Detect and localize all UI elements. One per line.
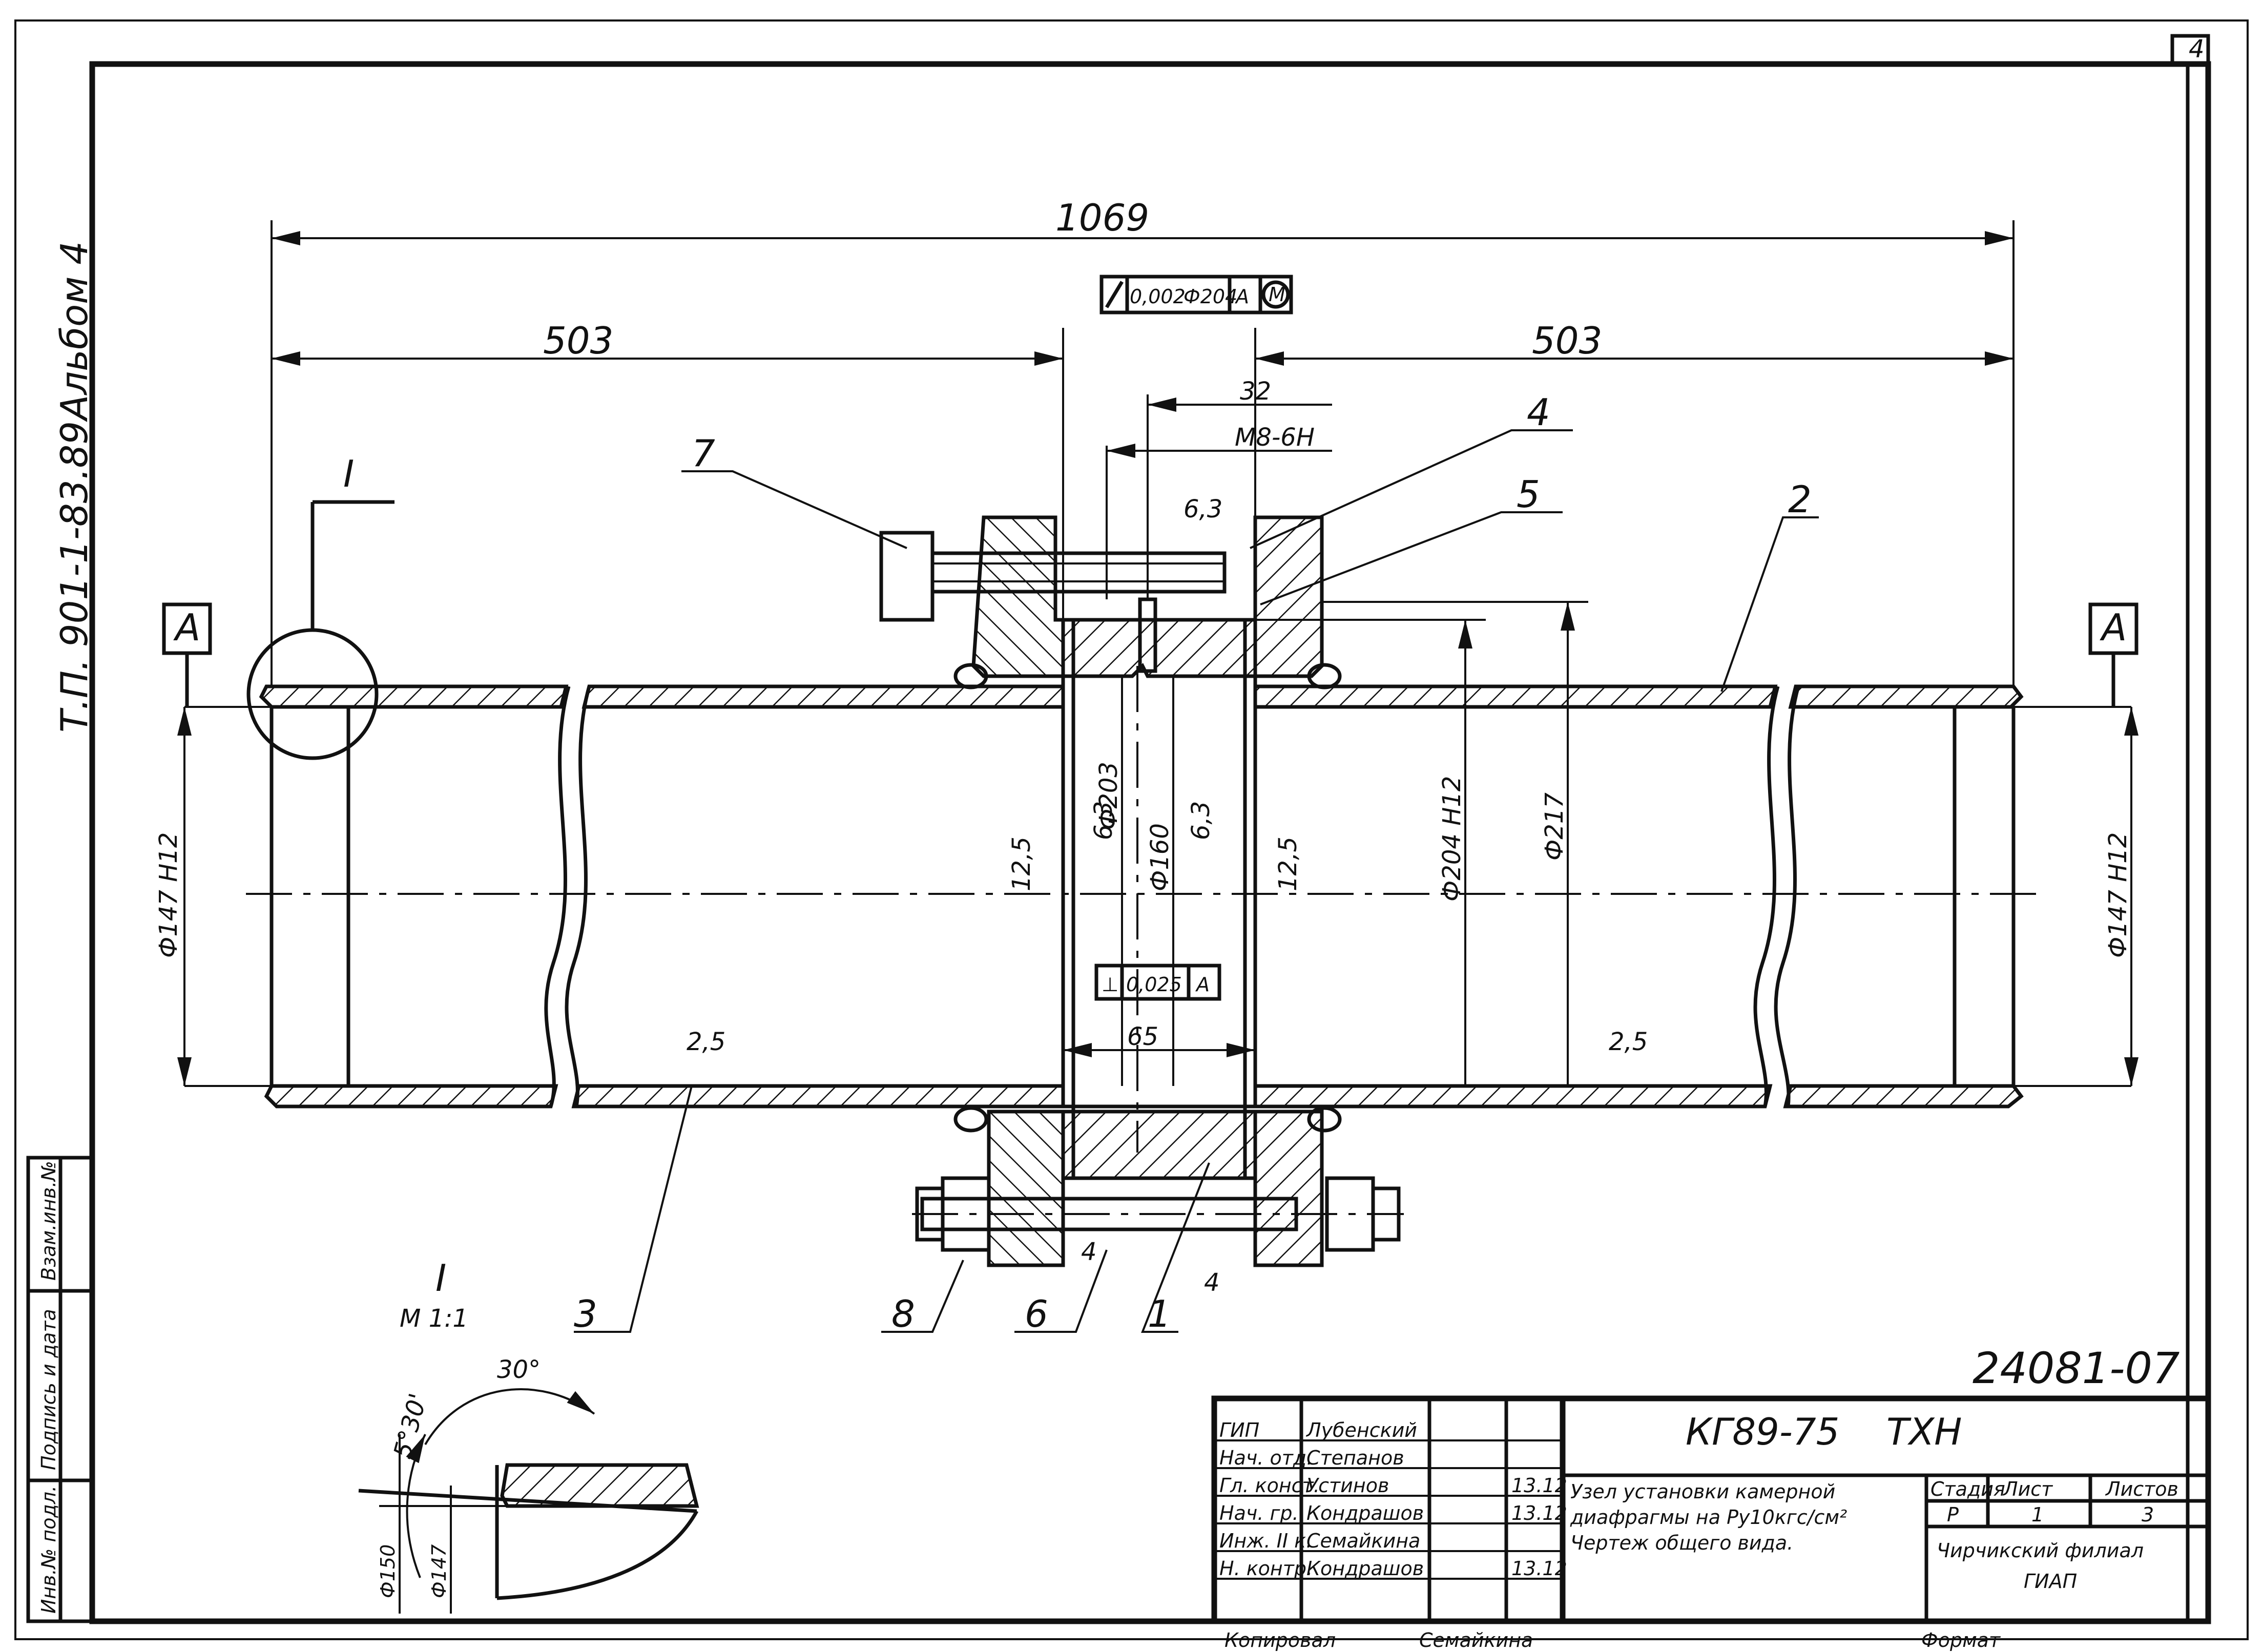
name-row-4: Кондрашов [1306,1502,1424,1524]
title-code: КГ89-75 ТХН [1686,1410,1962,1453]
description-line-1: Узел установки камерной [1570,1480,1835,1503]
description-line-2: диафрагмы на Ру10кгс/см² [1570,1506,1847,1529]
role-nach-otd: Нач. отд. [1219,1447,1313,1469]
dim-dia-160: Ф160 [1146,823,1174,891]
name-row-1: Лубенский [1305,1419,1417,1441]
callout-7: 7 [692,432,715,475]
name-row-5: Семайкина [1306,1530,1420,1552]
roughness-right: 6,3 [1187,801,1215,840]
roughness-pipe-right: 2,5 [1609,1028,1648,1056]
stage-value: Р [1947,1503,1959,1526]
sheets-header: Листов [2105,1478,2178,1500]
name-row-2: Степанов [1306,1447,1404,1469]
roughness-pipe-left: 2,5 [687,1028,725,1056]
date-row-3: 13.12 [1511,1474,1567,1497]
format-note: Формат [1921,1629,2001,1651]
callout-5: 5 [1517,473,1540,516]
dim-right-length: 503 [1532,319,1602,362]
side-designation: Т.П. 901-1-83.89 [53,421,96,733]
stage-header: Стадия [1930,1478,2005,1500]
album-label: Альбом 4 [53,241,96,422]
sheet-frame [14,19,2249,1640]
tolerance-top-datum: А [1234,285,1249,308]
name-row-6: Кондрашов [1306,1557,1424,1580]
page-number: 4 [2189,35,2205,64]
description-line-3: Чертеж общего вида. [1570,1532,1793,1554]
dim-dia-217: Ф217 [1540,792,1569,861]
stamp-cell-replace: Взам.инв.№ [37,1161,60,1281]
role-gip: ГИП [1219,1419,1259,1441]
tolerance-perp-value: 0,025 [1126,973,1182,996]
callout-8: 8 [891,1292,915,1335]
role-n-kontr: Н. контр. [1219,1557,1313,1580]
dim-dia-203: Ф203 [1094,762,1123,830]
tolerance-perp-datum: А [1195,973,1210,996]
name-row-3: Устинов [1306,1474,1389,1497]
dimension-lines [177,220,2139,1087]
dim-dia-204: Ф204 Н12 [1438,776,1466,902]
sheet-header: Лист [2002,1478,2053,1500]
dim-bore-right: Ф147 Н12 [2104,832,2132,958]
gap-right: 4 [1204,1268,1220,1297]
callout-6: 6 [1025,1292,1048,1335]
detail-angle-5-30: 5°30' [388,1390,432,1461]
dim-32: 32 [1240,377,1271,406]
role-nach-gr: Нач. гр. [1219,1502,1299,1524]
stamp-cell-inv: Инв.№ подл. [37,1486,60,1614]
archive-number: 24081-07 [1973,1343,2179,1393]
tolerance-frame-perp [1094,964,1221,1001]
bevel-detail [358,1388,699,1614]
detail-dia-150: Ф150 [377,1544,399,1598]
copy-note: Копировал [1224,1629,1336,1651]
dim-overall-length: 1069 [1055,196,1149,239]
date-row-6: 13.12 [1511,1557,1567,1580]
detail-dia-147: Ф147 [428,1544,450,1598]
tolerance-top-ref: Ф204 [1184,285,1237,308]
detail-angle-30: 30° [497,1355,541,1384]
org-line-1: Чирчикский филиал [1937,1539,2144,1562]
section-mark-top: I [343,452,354,495]
tolerance-top-mod: М [1269,283,1285,306]
tolerance-top-value: 0,002 [1130,285,1186,308]
callout-2: 2 [1788,478,1812,521]
role-gl-konst: Гл. конст. [1219,1474,1320,1497]
org-line-2: ГИАП [2024,1570,2077,1593]
datum-label-right: А [2100,606,2127,649]
callout-1: 1 [1148,1292,1171,1335]
copy-name: Семайкина [1419,1629,1533,1651]
tolerance-frame-top [1099,275,1293,315]
dim-left-length: 503 [543,319,613,362]
roughness-face-left: 12,5 [1007,837,1036,891]
callout-3: 3 [574,1292,597,1335]
section-mark-detail: I [435,1257,446,1300]
callout-leaders [574,429,1819,1333]
scale-label: М 1:1 [400,1304,468,1333]
dim-width-65: 65 [1127,1022,1158,1051]
gap-left: 4 [1081,1238,1097,1266]
role-inzh: Инж. II к. [1219,1530,1312,1552]
dim-thread: М8-6Н [1235,423,1315,452]
side-stamp [26,1156,94,1623]
dim-bore-left: Ф147 Н12 [154,832,183,958]
sheets-value: 3 [2142,1503,2154,1526]
callout-4: 4 [1527,391,1550,434]
roughness-face-right: 12,5 [1274,837,1302,891]
date-row-4: 13.12 [1511,1502,1567,1524]
sheet-value: 1 [2031,1503,2044,1526]
tolerance-perp-symbol: ⊥ [1102,973,1118,996]
roughness-top: 6,3 [1184,495,1222,524]
title-block-grid [1211,1395,2211,1624]
datum-label-left: А [173,606,200,649]
roughness-left: 6,3 [1089,801,1118,840]
pipe-assembly [246,515,2039,1267]
stamp-cell-sign: Подпись и дата [37,1309,60,1470]
